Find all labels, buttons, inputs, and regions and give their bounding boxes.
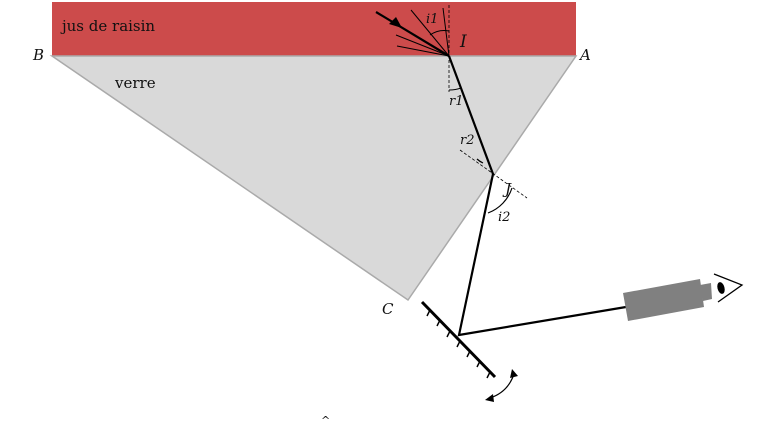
angle-i1-arc bbox=[429, 30, 450, 36]
angle-i2-arc bbox=[487, 187, 513, 214]
liquid-label: jus de raisin bbox=[62, 17, 156, 35]
rotation-arrowhead-up bbox=[510, 369, 518, 378]
point-I: I bbox=[460, 32, 467, 52]
glass-label: verre bbox=[115, 74, 156, 92]
incident-ray bbox=[375, 11, 450, 57]
point-J: J bbox=[505, 180, 512, 198]
angle-i1: i1 bbox=[426, 12, 439, 27]
angle-r2-arc bbox=[476, 158, 484, 164]
angle-r2: r2 bbox=[460, 133, 475, 148]
liquid-layer bbox=[52, 2, 576, 56]
refracted-ray bbox=[447, 55, 627, 337]
glass-prism bbox=[49, 55, 578, 302]
rotation-arrowhead-down bbox=[485, 394, 494, 402]
vertex-C: C bbox=[382, 300, 394, 318]
stray-mark: ^ bbox=[321, 414, 331, 427]
arrow-icon bbox=[389, 17, 402, 28]
telescope bbox=[623, 279, 712, 321]
mirror bbox=[420, 300, 497, 379]
incident-fan bbox=[395, 7, 450, 57]
vertex-B: B bbox=[33, 46, 45, 64]
angle-r1: r1 bbox=[449, 94, 464, 109]
eye-icon bbox=[713, 273, 744, 303]
angle-i2: i2 bbox=[498, 210, 511, 225]
vertex-A: A bbox=[580, 46, 591, 64]
